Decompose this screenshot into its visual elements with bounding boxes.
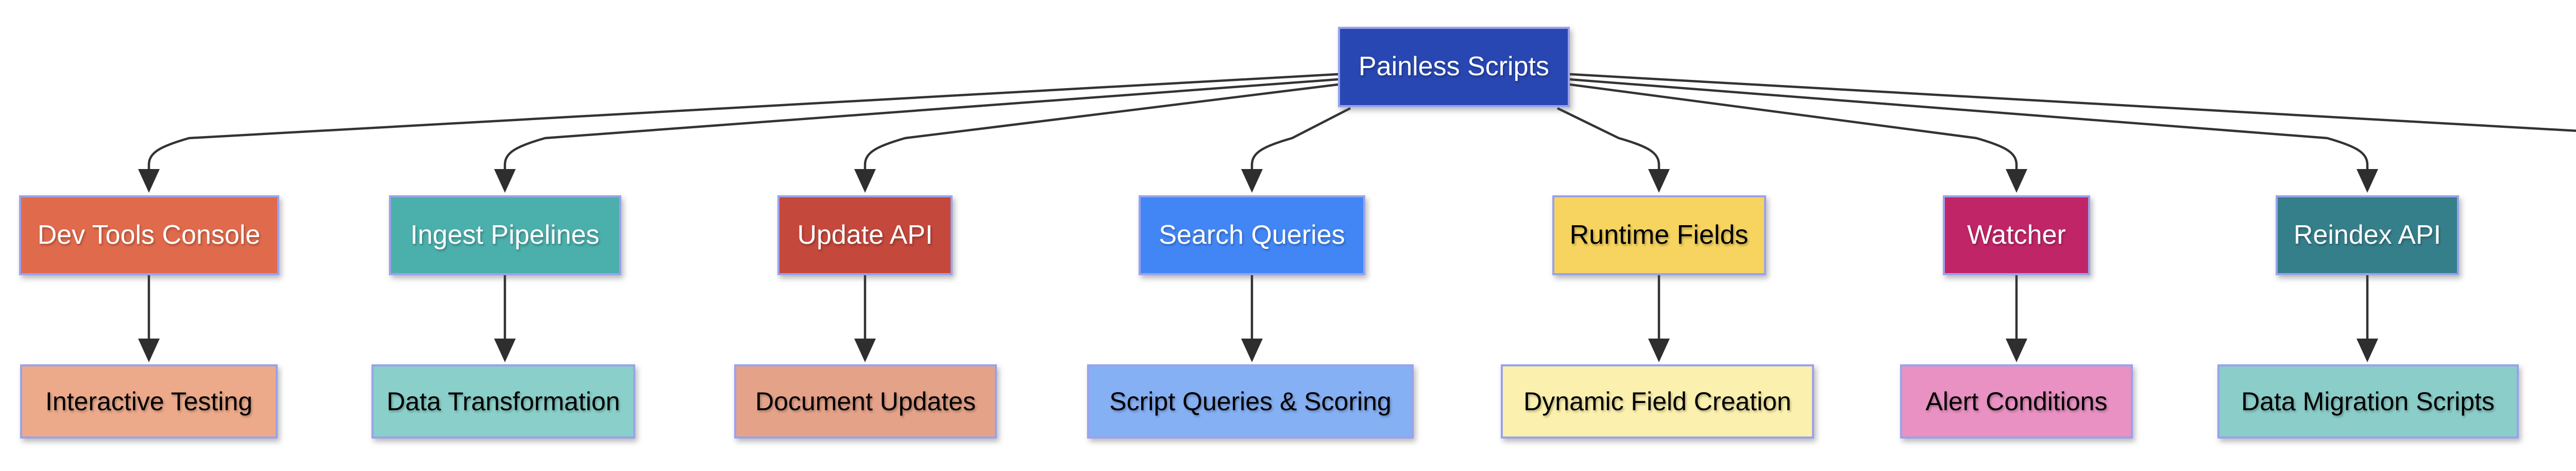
- node-label: Interactive Testing: [45, 386, 253, 416]
- edge-update-api-to-document-updates-arrowhead: [854, 339, 876, 362]
- node-data-transformation: Data Transformation: [371, 364, 635, 439]
- edge-painless-scripts-to-aggregations: [1569, 73, 2576, 132]
- node-label: Alert Conditions: [1925, 386, 2108, 416]
- node-label: Painless Scripts: [1359, 52, 1549, 82]
- node-label: Data Transformation: [386, 386, 620, 416]
- edge-dev-tools-console-to-interactive-testing-arrowhead: [138, 339, 160, 362]
- edge-ingest-pipelines-to-data-transformation-arrowhead: [494, 339, 516, 362]
- node-label: Runtime Fields: [1569, 220, 1749, 250]
- node-label: Update API: [797, 220, 933, 250]
- node-reindex-api: Reindex API: [2276, 195, 2459, 275]
- edge-painless-scripts-to-runtime-fields: [1557, 107, 1660, 180]
- edge-painless-scripts-to-watcher: [1569, 83, 2018, 180]
- node-label: Dev Tools Console: [37, 220, 261, 250]
- node-interactive-testing: Interactive Testing: [20, 364, 278, 439]
- edge-painless-scripts-to-dev-tools-console-arrowhead: [138, 169, 160, 193]
- edge-watcher-to-alert-conditions-arrowhead: [2006, 339, 2027, 362]
- edge-painless-scripts-to-reindex-api: [1569, 78, 2369, 180]
- edge-painless-scripts-to-dev-tools-console: [147, 73, 1338, 180]
- node-label: Document Updates: [755, 386, 976, 416]
- node-runtime-fields: Runtime Fields: [1552, 195, 1766, 275]
- node-dev-tools-console: Dev Tools Console: [19, 195, 279, 275]
- edge-painless-scripts-to-search-queries-arrowhead: [1241, 169, 1263, 193]
- edge-search-queries-to-script-queries-scoring-arrowhead: [1241, 339, 1263, 362]
- edge-reindex-api-to-data-migration-scripts-arrowhead: [2357, 339, 2378, 362]
- node-label: Dynamic Field Creation: [1523, 386, 1791, 416]
- node-dynamic-field-creation: Dynamic Field Creation: [1501, 364, 1814, 439]
- edge-painless-scripts-to-reindex-api-arrowhead: [2357, 169, 2378, 193]
- node-label: Search Queries: [1159, 220, 1345, 250]
- node-painless-scripts: Painless Scripts: [1338, 27, 1570, 107]
- node-watcher: Watcher: [1943, 195, 2090, 275]
- edge-painless-scripts-to-search-queries: [1250, 107, 1351, 180]
- node-label: Watcher: [1967, 220, 2066, 250]
- node-update-api: Update API: [777, 195, 953, 275]
- edge-painless-scripts-to-watcher-arrowhead: [2006, 169, 2027, 193]
- edge-painless-scripts-to-ingest-pipelines-arrowhead: [494, 169, 516, 193]
- node-label: Ingest Pipelines: [410, 220, 600, 250]
- node-document-updates: Document Updates: [734, 364, 997, 439]
- node-ingest-pipelines: Ingest Pipelines: [388, 195, 621, 275]
- edge-painless-scripts-to-runtime-fields-arrowhead: [1648, 169, 1670, 193]
- edge-runtime-fields-to-dynamic-field-creation-arrowhead: [1648, 339, 1670, 362]
- node-data-migration-scripts: Data Migration Scripts: [2217, 364, 2519, 439]
- edge-painless-scripts-to-ingest-pipelines: [503, 78, 1338, 180]
- node-label: Script Queries & Scoring: [1109, 386, 1392, 416]
- node-script-queries-scoring: Script Queries & Scoring: [1087, 364, 1414, 439]
- edge-painless-scripts-to-update-api-arrowhead: [854, 169, 876, 193]
- edge-painless-scripts-to-update-api: [863, 83, 1338, 180]
- node-label: Data Migration Scripts: [2241, 386, 2495, 416]
- node-search-queries: Search Queries: [1139, 195, 1365, 275]
- node-label: Reindex API: [2293, 220, 2442, 250]
- node-alert-conditions: Alert Conditions: [1900, 364, 2133, 439]
